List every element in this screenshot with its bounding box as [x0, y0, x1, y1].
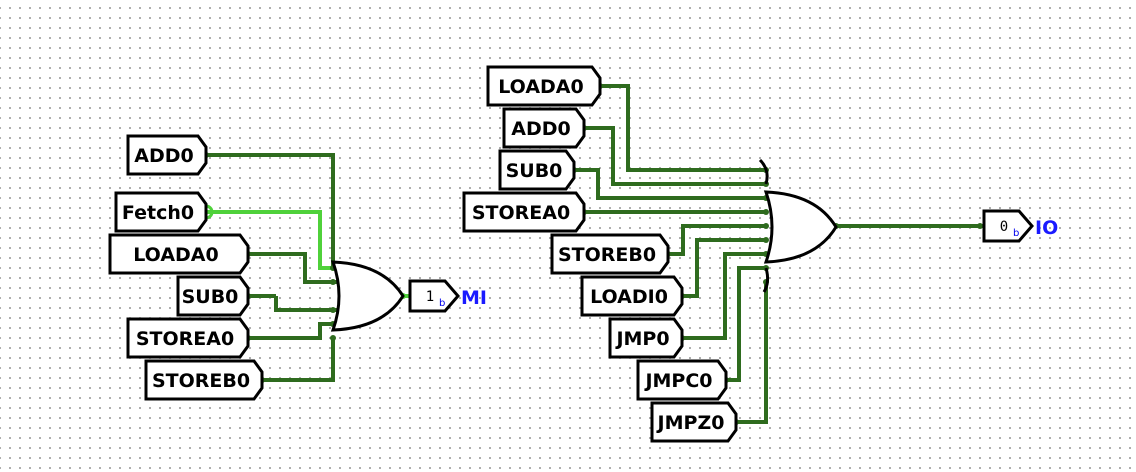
tunnel-shape: [462, 191, 586, 233]
output-radix: b: [439, 298, 445, 309]
tunnel-shape: [636, 359, 728, 401]
wire-fetch0-mi[interactable]: [206, 210, 333, 270]
tunnel-shape: [502, 107, 586, 149]
tunnel-label: ADD0: [134, 145, 193, 167]
tunnel-label: Fetch0: [122, 202, 194, 224]
tunnel-label: JMPC0: [643, 370, 712, 392]
tunnel-shape: [108, 233, 250, 275]
or-gate-body: [763, 190, 838, 264]
wire-loada0-mi[interactable]: [248, 252, 340, 284]
tunnel-label: LOADA0: [498, 76, 583, 98]
wire-sub0-mi[interactable]: [274, 296, 340, 312]
wire-sub0-io[interactable]: [574, 168, 766, 200]
tunnel-label: LOADA0: [133, 244, 218, 266]
tunnel-right-loadi0[interactable]: LOADI0: [580, 275, 684, 317]
or-gate-io[interactable]: [763, 190, 838, 264]
output-pin-shape: [408, 279, 460, 313]
tunnel-shape: [114, 191, 208, 233]
tunnel-label: JMPZ0: [656, 412, 725, 434]
wire-add0-mi[interactable]: [206, 153, 335, 270]
output-label: MI: [461, 287, 487, 309]
wire-storeb0-mi[interactable]: [262, 336, 335, 382]
tunnel-label: SUB0: [182, 286, 239, 308]
wire-jmpc0-io[interactable]: [726, 266, 766, 382]
output-value: 1: [426, 289, 434, 305]
output-value: 0: [1000, 219, 1008, 235]
output-dot: [977, 223, 983, 229]
or-gate-input-ext: [758, 158, 769, 185]
tunnel-label: STOREB0: [558, 244, 656, 266]
or-gate-mi[interactable]: [330, 260, 405, 332]
wire-storeb0-io[interactable]: [668, 224, 766, 256]
tunnel-shape: [608, 317, 684, 359]
tunnel-shape: [176, 275, 250, 317]
tunnel-left-storeb0[interactable]: STOREB0: [144, 359, 264, 401]
output-pin-shape: [982, 209, 1034, 243]
tunnel-label: STOREA0: [136, 328, 234, 350]
tunnel-shape: [126, 317, 250, 359]
tunnel-label: STOREA0: [472, 202, 570, 224]
gates-layer: [330, 158, 838, 332]
tunnel-shape: [144, 359, 264, 401]
tunnel-shape: [498, 149, 576, 191]
tunnel-shape: [650, 401, 738, 443]
tunnel-label: ADD0: [511, 118, 570, 140]
tunnel-right-jmp0[interactable]: JMP0: [608, 317, 684, 359]
junction-dot: [763, 237, 769, 243]
junction-dot: [763, 223, 769, 229]
output-label: IO: [1035, 217, 1058, 239]
tunnel-left-fetch0[interactable]: Fetch0: [114, 191, 208, 233]
tunnel-right-loada0[interactable]: LOADA0: [486, 65, 602, 107]
or-gate-input-ext: [762, 267, 770, 293]
tunnel-shape: [550, 233, 670, 275]
junction-dot: [330, 307, 336, 313]
tunnel-right-storea0[interactable]: STOREA0: [462, 191, 586, 233]
wire-jmpz0-io[interactable]: [736, 282, 768, 424]
tunnel-right-add0[interactable]: ADD0: [502, 107, 586, 149]
junction-dot: [763, 209, 769, 215]
wire-loadi0-io[interactable]: [682, 238, 766, 298]
wire-jmp0-io[interactable]: [682, 252, 766, 340]
tunnel-right-sub0[interactable]: SUB0: [498, 149, 576, 191]
tunnel-shape: [126, 134, 208, 176]
junction-dot: [330, 335, 336, 341]
tunnel-label: STOREB0: [152, 370, 250, 392]
tunnel-right-storeb0[interactable]: STOREB0: [550, 233, 670, 275]
tunnel-shape: [580, 275, 684, 317]
tunnel-right-jmpc0[interactable]: JMPC0: [636, 359, 728, 401]
or-gate-body: [330, 260, 405, 332]
tunnel-shape: [486, 65, 602, 107]
wire-storea0-mi[interactable]: [248, 322, 340, 340]
wire-loada0-io[interactable]: [600, 84, 766, 172]
tunnel-left-loada0[interactable]: LOADA0: [108, 233, 250, 275]
wire-add0-io[interactable]: [584, 126, 766, 186]
tunnel-label: LOADI0: [590, 286, 668, 308]
tunnel-label: JMP0: [614, 328, 669, 350]
junction-dot: [330, 279, 336, 285]
tunnel-label: SUB0: [506, 160, 563, 182]
tunnel-left-storea0[interactable]: STOREA0: [126, 317, 250, 359]
tunnel-left-add0[interactable]: ADD0: [126, 134, 208, 176]
tunnel-left-sub0[interactable]: SUB0: [176, 275, 250, 317]
output-radix: b: [1013, 228, 1019, 239]
tunnel-right-jmpz0[interactable]: JMPZ0: [650, 401, 738, 443]
